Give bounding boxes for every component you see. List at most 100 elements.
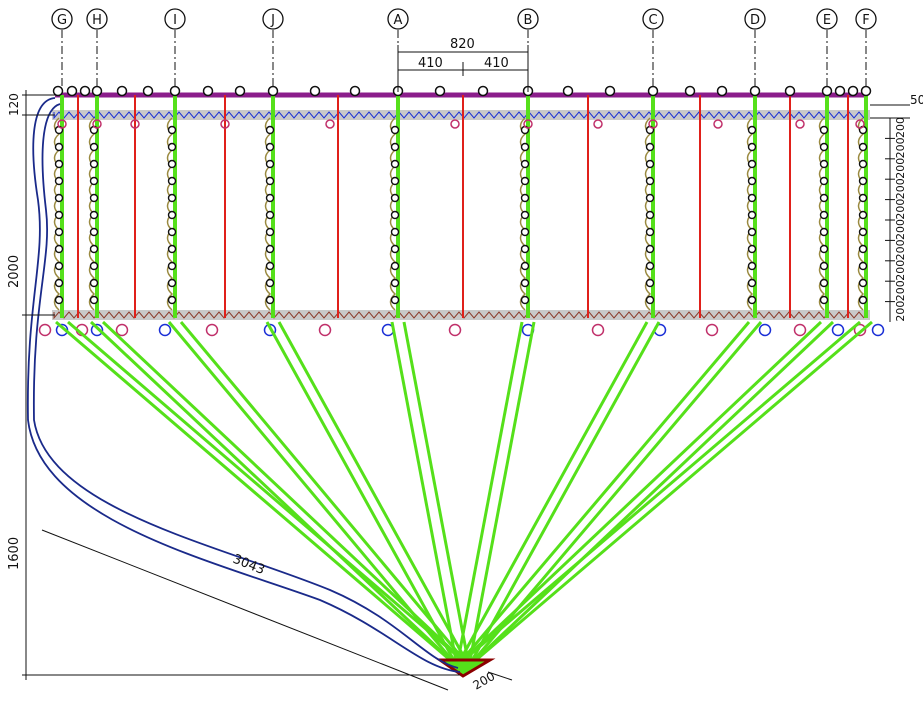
column-node (89, 227, 99, 237)
top-node (821, 85, 833, 97)
column-node (819, 210, 829, 220)
grid-bubble (51, 8, 73, 30)
top-hook (92, 119, 102, 129)
column-node (819, 244, 829, 254)
grid-label: F (862, 13, 869, 28)
column-node (167, 159, 177, 169)
fan-cable (455, 320, 823, 668)
column-node (89, 278, 99, 288)
bottom-hook (705, 323, 719, 337)
column-node (645, 210, 655, 220)
bottom-hook (871, 323, 885, 337)
top-node (267, 85, 279, 97)
top-node (562, 85, 574, 97)
column-node (54, 142, 64, 152)
fan-cable (265, 321, 459, 667)
top-node (860, 85, 872, 97)
module-label: 200 (894, 178, 907, 199)
top-hook (130, 119, 140, 129)
bottom-hook (90, 323, 104, 337)
column-node (520, 210, 530, 220)
column-node (520, 176, 530, 186)
column-node (167, 278, 177, 288)
column-node (858, 244, 868, 254)
column-node (819, 193, 829, 203)
lattice-zigzag (53, 311, 865, 320)
column-node (747, 176, 757, 186)
column-node (390, 227, 400, 237)
dimension-lines (22, 45, 910, 691)
column-node (265, 227, 275, 237)
column-node (645, 142, 655, 152)
column-node (167, 142, 177, 152)
top-hook (523, 119, 533, 129)
grid-bubble (816, 8, 838, 30)
top-node (91, 85, 103, 97)
column-node (858, 278, 868, 288)
column-node (645, 176, 655, 186)
fan-cable (455, 321, 649, 667)
top-node (684, 85, 696, 97)
column-node (645, 278, 655, 288)
column-node (747, 278, 757, 288)
bottom-hook (758, 323, 772, 337)
module-label: 200 (894, 239, 907, 260)
fan-cable (455, 321, 524, 667)
top-node (647, 85, 659, 97)
lattice-zigzag (53, 111, 865, 120)
column-node (747, 244, 757, 254)
hook-markers (38, 119, 885, 337)
column-node (89, 244, 99, 254)
grid-label: I (173, 13, 177, 28)
column-node (167, 210, 177, 220)
column-node (390, 176, 400, 186)
dim-half-left: 410 (418, 56, 443, 71)
column-node (54, 193, 64, 203)
bottom-hook (38, 323, 52, 337)
grid-bubble (642, 8, 664, 30)
bottom-hook (831, 323, 845, 337)
module-label: 200 (894, 117, 907, 138)
dim-offset-right: 50 (910, 93, 923, 107)
fan-cable (455, 321, 751, 667)
fan-cable (467, 321, 661, 667)
grid-label: E (823, 13, 831, 28)
column-node (747, 227, 757, 237)
column-node (520, 244, 530, 254)
column-node (265, 159, 275, 169)
column-node (265, 210, 275, 220)
column-node (54, 261, 64, 271)
column-node (819, 159, 829, 169)
column-node (89, 210, 99, 220)
top-node (202, 85, 214, 97)
fan-cable (55, 320, 458, 668)
module-label: 200 (894, 158, 907, 179)
column-node (265, 261, 275, 271)
module-label: 200 (894, 301, 907, 322)
column-node (819, 142, 829, 152)
top-node (604, 85, 616, 97)
column-node (89, 193, 99, 203)
bottom-hook (853, 323, 867, 337)
column-node (819, 227, 829, 237)
top-node (66, 85, 78, 97)
fan-cable (467, 321, 536, 667)
column-node (167, 261, 177, 271)
column-node (54, 278, 64, 288)
top-lattice (53, 111, 865, 120)
column-node (89, 295, 99, 305)
grid-bubble (164, 8, 186, 30)
top-hook (57, 119, 67, 129)
top-node (477, 85, 489, 97)
fan-cable (468, 320, 873, 668)
column-node (520, 295, 530, 305)
column-node (747, 125, 757, 135)
column-node (167, 244, 177, 254)
module-label: 200 (894, 219, 907, 240)
bottom-hook (793, 323, 807, 337)
top-node (116, 85, 128, 97)
column-node (858, 210, 868, 220)
column-node (54, 227, 64, 237)
top-hook (450, 119, 460, 129)
